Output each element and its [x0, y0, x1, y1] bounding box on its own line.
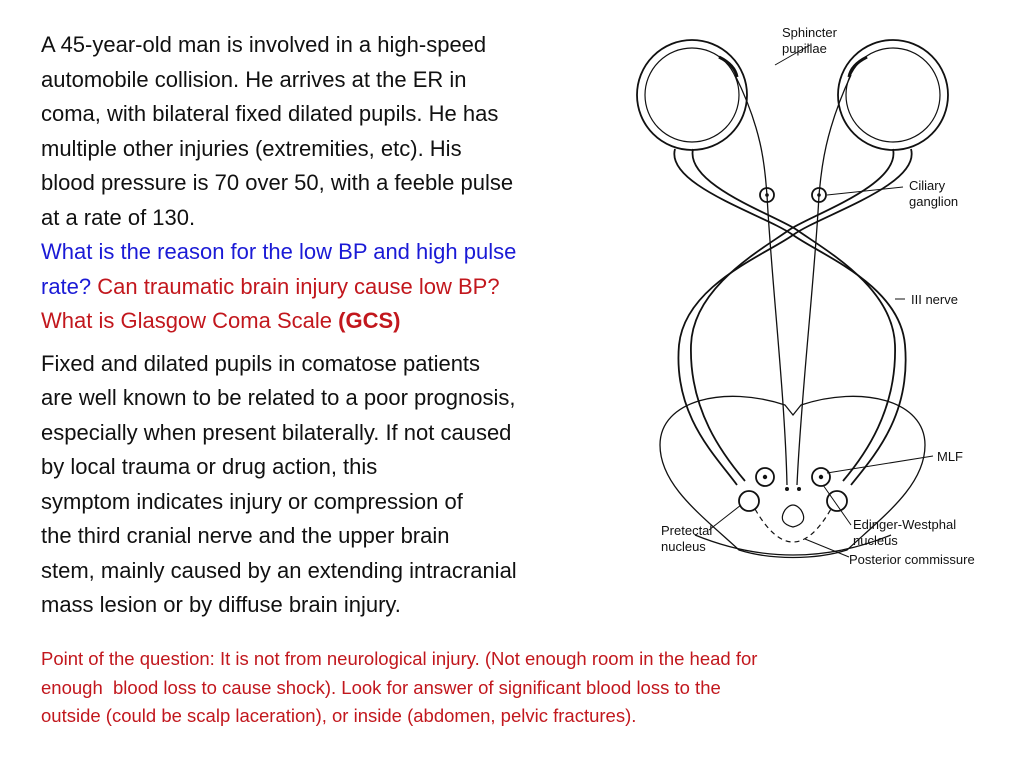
case-line: A 45-year-old man is involved in a high-…: [41, 32, 487, 57]
explanation-paragraph: Fixed and dilated pupils in comatose pat…: [41, 347, 616, 623]
case-line: coma, with bilateral fixed dilated pupil…: [41, 101, 499, 126]
leader-mlf: [826, 455, 934, 474]
label-ew-2: nucleus: [853, 533, 898, 548]
diagram-svg: Sphincter pupillae Ciliary ganglion III …: [636, 25, 975, 567]
label-mlf: MLF: [937, 449, 963, 464]
explanation-line: stem, mainly caused by an extending intr…: [41, 557, 517, 583]
question-tbi-low-bp: Can traumatic brain injury cause low BP?: [97, 273, 500, 299]
label-pretectal-1: Pretectal: [661, 523, 712, 538]
right-ew-nucleus: [811, 467, 831, 487]
answer-line: outside (could be scalp laceration), or …: [41, 705, 637, 727]
case-paragraph: A 45-year-old man is involved in a high-…: [41, 28, 616, 339]
label-ciliary-2: ganglion: [909, 194, 958, 209]
case-line: blood pressure is 70 over 50, with a fee…: [41, 170, 514, 195]
left-iii-nerve-fiber: [734, 74, 788, 486]
question-gcs: What is Glasgow Coma Scale: [41, 308, 332, 333]
label-ew-1: Edinger-Westphal: [853, 517, 956, 532]
midbrain-base: [694, 534, 892, 556]
main-text-column: A 45-year-old man is involved in a high-…: [41, 28, 616, 623]
leader-posterior-commissure: [804, 538, 850, 558]
right-iii-nerve-fiber: [796, 74, 852, 486]
explanation-line: especially when present bilaterally. If …: [41, 419, 512, 445]
question-bp-pulse: What is the reason for the low BP and hi…: [41, 239, 517, 264]
explanation-line: symptom indicates injury or compression …: [41, 488, 463, 514]
question-gcs-abbrev: (GCS): [338, 308, 401, 333]
explanation-line: by local trauma or drug action, this: [41, 454, 378, 479]
posterior-commissure-path: [754, 508, 832, 543]
leader-pretectal: [708, 504, 742, 531]
label-posterior-commissure: Posterior commissure: [849, 552, 975, 567]
explanation-line: are well known to be related to a poor p…: [41, 385, 516, 410]
left-optic-pathway-outer: [673, 148, 907, 486]
right-pretectal-nucleus: [826, 490, 848, 512]
right-iii-nucleus-dot: [797, 487, 801, 491]
left-iris-lens: [718, 55, 739, 78]
answer-note: Point of the question: It is not from ne…: [41, 645, 1001, 731]
left-ciliary-ganglion: [759, 187, 775, 203]
midbrain-outline: [659, 395, 926, 559]
label-sphincter-1: Sphincter: [782, 25, 838, 40]
explanation-line: mass lesion or by diffuse brain injury.: [41, 592, 401, 617]
answer-line: enough blood loss to cause shock). Look …: [41, 676, 721, 698]
leader-sphincter: [774, 44, 811, 66]
right-iris-lens: [847, 55, 868, 78]
pupillary-pathway-diagram: Sphincter pupillae Ciliary ganglion III …: [615, 15, 1023, 575]
case-line: at a rate of 130.: [41, 204, 196, 230]
right-optic-pathway-inner: [690, 148, 895, 482]
left-eye-inner: [644, 47, 740, 143]
left-ew-dot: [762, 474, 768, 480]
left-ciliary-dot: [765, 193, 769, 197]
left-pretectal-nucleus: [738, 490, 760, 512]
right-ciliary-ganglion: [811, 187, 827, 203]
explanation-line: Fixed and dilated pupils in comatose pat…: [41, 350, 481, 376]
aqueduct: [781, 504, 805, 528]
label-sphincter-2: pupillae: [782, 41, 827, 56]
label-iii-nerve: III nerve: [911, 292, 958, 307]
leader-ew: [822, 484, 852, 526]
label-ciliary-1: Ciliary: [909, 178, 946, 193]
right-eye-inner: [845, 47, 941, 143]
answer-line: Point of the question: It is not from ne…: [41, 648, 758, 669]
label-pretectal-2: nucleus: [661, 539, 706, 554]
case-line: automobile collision. He arrives at the …: [41, 66, 467, 92]
left-iii-nucleus-dot: [785, 487, 789, 491]
question-bp-pulse-end: rate?: [41, 273, 92, 299]
left-eyeball: [636, 39, 748, 151]
case-line: multiple other injuries (extremities, et…: [41, 135, 462, 161]
right-eyeball: [837, 39, 949, 151]
explanation-line: the third cranial nerve and the upper br…: [41, 523, 450, 548]
leader-ciliary: [826, 186, 904, 196]
left-ew-nucleus: [755, 467, 775, 487]
right-ciliary-dot: [817, 193, 821, 197]
right-ew-dot: [818, 474, 824, 480]
left-optic-pathway-inner: [691, 148, 896, 482]
